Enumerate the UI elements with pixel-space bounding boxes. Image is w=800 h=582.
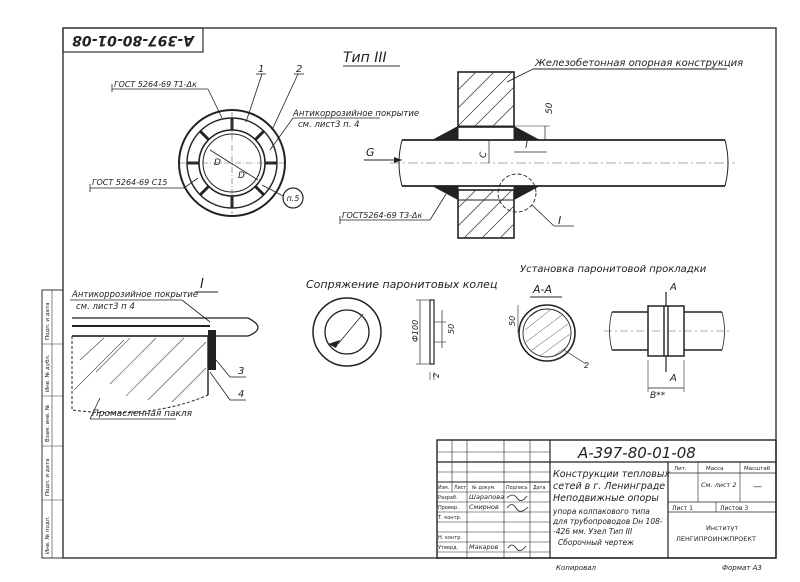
flow-label: G <box>366 146 375 159</box>
col-list: Лист <box>454 485 466 491</box>
footer-copy: Копировал <box>556 564 597 572</box>
section-mark-a-bottom: А <box>669 373 677 384</box>
dim-d2-label: D' <box>238 171 247 181</box>
gasket-section-view <box>518 304 587 365</box>
detail-coating-line1: Антикоррозийное покрытие <box>71 290 198 300</box>
dim-c-label: C <box>479 151 489 158</box>
title-desc-1: Конструкции тепловых <box>553 469 670 480</box>
gasket-dim-50: 50 <box>508 316 517 326</box>
col-doc: № докум. <box>472 485 496 491</box>
gasket-title: Установка паронитовой прокладки <box>520 264 707 275</box>
name-5: Макаров <box>469 543 499 551</box>
col-date: Дата <box>533 485 545 491</box>
paronite-title: Сопряжение паронитовых колец <box>306 278 497 291</box>
title-desc-2: сетей в г. Ленинграде <box>553 481 665 492</box>
coating-line2: см. лист3 п. 4 <box>298 120 360 130</box>
gasket-dim-2: 2 <box>584 361 589 370</box>
title-block <box>436 439 777 559</box>
title-code: А-397-80-01-08 <box>577 444 696 462</box>
paronite-dim-50: 50 <box>447 324 456 334</box>
side-strip: Инв. № подл. Подп. и дата Взам. инв. № И… <box>41 289 64 559</box>
concrete-support-section <box>390 71 735 239</box>
view-title: Тип III <box>343 50 387 66</box>
signature-2 <box>506 504 529 512</box>
dim-l-label: l <box>525 140 528 151</box>
gasket-dim-b: В** <box>650 391 666 401</box>
gasket-side-view <box>604 292 730 392</box>
ref-note-bubble <box>282 187 304 209</box>
footer-format: Формат А3 <box>722 564 762 572</box>
dim-50-label: 50 <box>545 102 555 114</box>
detail-i-title: I <box>200 277 204 292</box>
signature-5 <box>507 544 527 551</box>
structure-label: Железобетонная опорная конструкция <box>534 57 743 69</box>
side-cell-5: Подп. и дата <box>45 303 51 340</box>
side-cell-2: Подп. и дата <box>45 459 51 496</box>
dim-d-label: D <box>214 158 221 168</box>
role-1: Разраб. <box>438 495 458 501</box>
mass-label: Масса <box>706 466 724 472</box>
dash-value: — <box>753 482 762 492</box>
coating-line1: Антикоррозийное покрытие <box>292 109 419 119</box>
name-2: Смирнов <box>469 503 499 511</box>
title-desc-7: Сборочный чертеж <box>558 538 634 547</box>
top-stamp: А-397-80-01-08 <box>62 27 204 53</box>
callout-1: 1 <box>258 64 264 75</box>
name-1: Шарапова <box>469 493 504 501</box>
scale-label: Масштаб <box>744 466 771 472</box>
paronite-dim-100: Ф100 <box>411 320 420 342</box>
oakum-label: Промасленная пакля <box>92 409 193 419</box>
title-desc-3: Неподвижные опоры <box>553 493 659 504</box>
gost-right-label: ГОСТ5264-69 Т3-Δк <box>342 211 423 220</box>
role-4: Н. контр. <box>438 535 462 541</box>
gost-top-label: ГОСТ 5264-69 Т1-Δк <box>114 80 197 89</box>
title-desc-5: для трубопроводов Dн 108- <box>552 517 663 526</box>
ring-front-view: D D' <box>178 109 286 217</box>
callout-3: 3 <box>238 366 244 377</box>
role-5: Утверд. <box>438 545 459 551</box>
org-line-2: ЛЕНГИПРОИНЖПРОЕКТ <box>676 535 756 543</box>
signature-1 <box>506 494 528 501</box>
scale-value: См. лист 2 <box>701 481 737 489</box>
callout-4: 4 <box>238 389 244 400</box>
section-label: А-А <box>532 283 552 296</box>
col-izm: Изм. <box>438 485 449 491</box>
detail-i-drawing <box>71 317 259 414</box>
role-2: Провер. <box>438 505 459 511</box>
sheet-label: Лист 1 <box>672 505 693 512</box>
org-line-1: Институт <box>706 524 738 532</box>
col-sign: Подпись <box>506 485 528 491</box>
paronite-ring-view <box>312 297 382 367</box>
detail-coating-line2: см. лист3 п 4 <box>76 302 135 312</box>
paronite-ring-section <box>416 299 446 380</box>
role-3: Т. контр. <box>437 515 462 521</box>
callout-2: 2 <box>296 64 302 75</box>
side-cell-3: Взам. инв. № <box>45 404 51 442</box>
side-cell-1: Инв. № подл. <box>45 516 51 554</box>
title-desc-4: упора колпакового типа <box>552 507 650 516</box>
lit-label: Лит. <box>674 466 687 472</box>
ref-note: п.5 <box>287 194 300 203</box>
section-mark-a-top: А <box>669 282 677 293</box>
detail-ref-label: I <box>558 214 561 227</box>
side-cell-4: Инв. № дубл. <box>45 354 51 392</box>
title-desc-6: -426 мм. Узел Тип III <box>553 527 633 536</box>
sheets-label: Листов 3 <box>720 505 748 512</box>
top-stamp-text: А-397-80-01-08 <box>72 32 195 48</box>
gost-bottom-label: ГОСТ 5264-69 С15 <box>92 178 168 187</box>
paronite-dim-2: 2 <box>432 373 441 378</box>
